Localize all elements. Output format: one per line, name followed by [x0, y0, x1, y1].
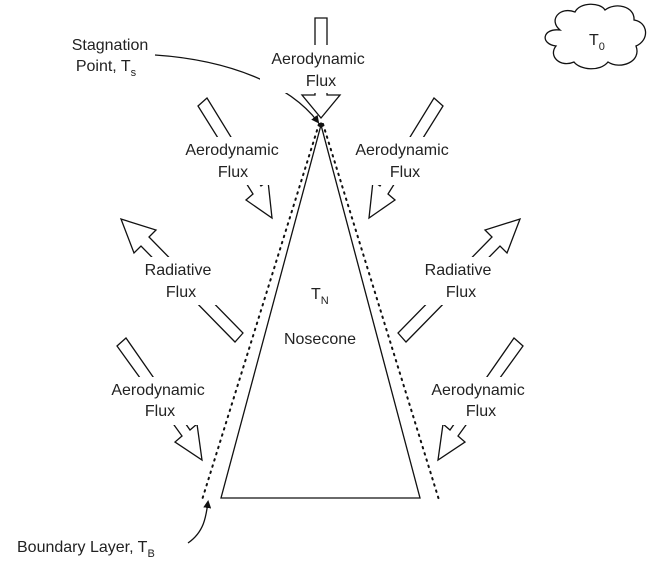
upper-left-flux-label-line2: Flux	[218, 164, 248, 181]
lower-left-flux-label-line1: Aerodynamic	[111, 382, 204, 399]
lower-left-flux-label-bg	[100, 377, 218, 425]
right-radiative-label-bg	[415, 257, 507, 305]
lower-right-flux-label-line2: Flux	[466, 403, 496, 420]
upper-left-flux-label-bg	[175, 137, 290, 185]
right-radiative-label-line1: Radiative	[425, 262, 492, 279]
nosecone-temperature-label: TN	[311, 286, 329, 307]
lower-right-flux-label-bg	[420, 377, 538, 425]
top-flux-label-line1: Aerodynamic	[271, 51, 364, 68]
cloud-label: T0	[589, 32, 605, 53]
upper-right-flux-label-line1: Aerodynamic	[355, 142, 448, 159]
boundary-layer-right	[322, 123, 440, 501]
upper-right-flux-label-line2: Flux	[390, 164, 420, 181]
stagnation-label-line1: Stagnation	[72, 37, 149, 54]
right-radiative-label-line2: Flux	[446, 284, 476, 301]
stagnation-point-dot	[318, 122, 324, 128]
boundary-layer-pointer-arrow	[187, 500, 212, 544]
lower-left-flux-label-line2: Flux	[145, 403, 175, 420]
top-flux-label-bg	[260, 45, 380, 93]
stagnation-pointer-arrow	[154, 54, 320, 124]
boundary-layer-left	[201, 123, 320, 501]
upper-right-flux-label-bg	[345, 137, 460, 185]
lower-right-flux-label-line1: Aerodynamic	[431, 382, 524, 399]
stagnation-label-line2: Point, Ts	[76, 58, 137, 79]
nosecone-shape	[220, 122, 421, 499]
cloud-shape	[544, 3, 647, 70]
left-radiative-label-line2: Flux	[166, 284, 196, 301]
boundary-layer-label: Boundary Layer, TB	[17, 539, 155, 560]
left-radiative-label-line1: Radiative	[145, 262, 212, 279]
upper-left-flux-label-line1: Aerodynamic	[185, 142, 278, 159]
nosecone-label: Nosecone	[284, 331, 356, 348]
top-flux-label-line2: Flux	[306, 73, 336, 90]
left-radiative-label-bg	[132, 257, 224, 305]
